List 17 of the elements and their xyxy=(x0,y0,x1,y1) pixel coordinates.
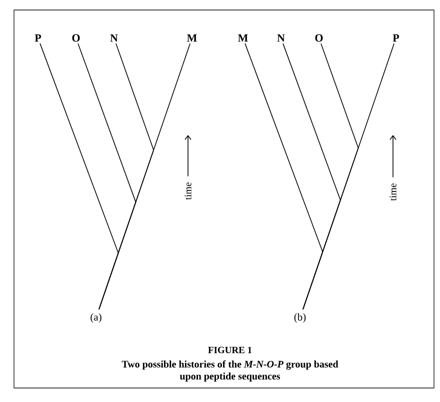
taxon-label: M xyxy=(187,34,197,42)
taxon-label: O xyxy=(315,34,323,42)
arrow-label: time xyxy=(390,183,396,201)
taxon-label: P xyxy=(34,34,42,42)
taxon-label: M xyxy=(238,34,248,42)
arrow-label: time xyxy=(184,182,192,200)
taxon-label: O xyxy=(72,34,80,42)
taxon-label: P xyxy=(392,34,400,42)
taxon-label: N xyxy=(110,34,118,42)
branch-line xyxy=(302,44,359,310)
branch-line xyxy=(98,43,190,310)
taxon-label: N xyxy=(277,34,285,42)
branch-line xyxy=(302,43,394,310)
figure-title: FIGURE 1 xyxy=(208,346,252,354)
panel-label: (b) xyxy=(294,313,306,323)
panel-label: (a) xyxy=(90,313,102,323)
figure-caption: Two possible histories of the M-N-O-P group based upon peptide sequences xyxy=(122,360,338,382)
